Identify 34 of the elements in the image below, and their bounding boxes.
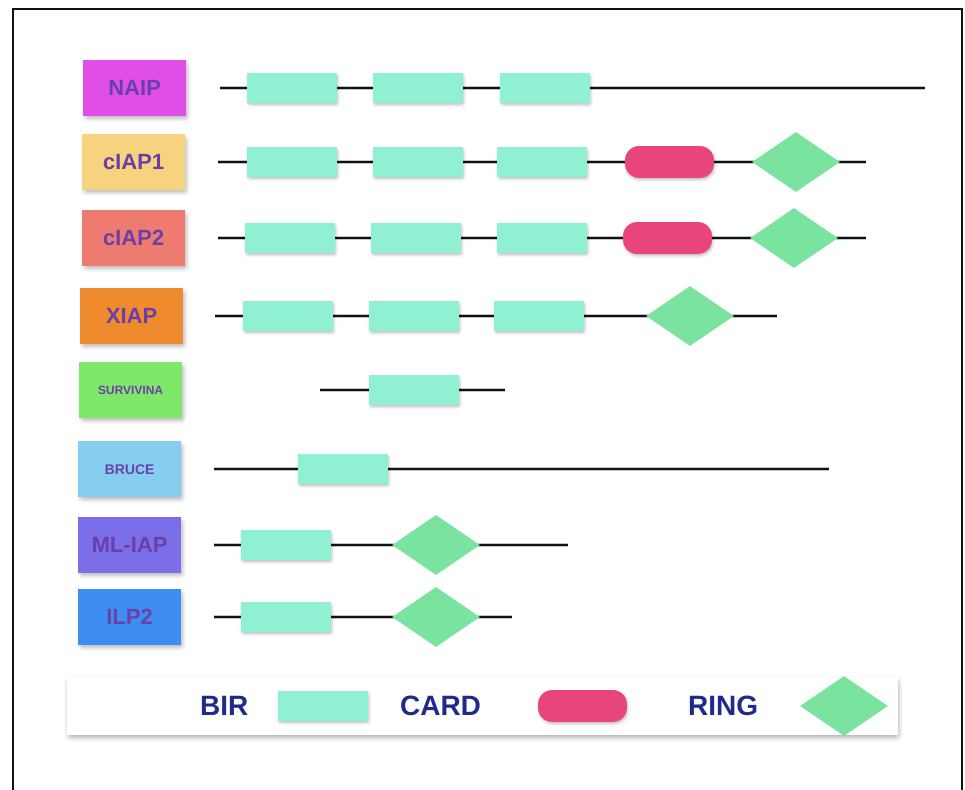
domain-box (241, 602, 331, 632)
protein-name-box: NAIP (83, 60, 186, 116)
domain-diamond (646, 286, 734, 346)
legend-label: RING (688, 690, 758, 722)
domain-box (369, 301, 459, 331)
domain-box (369, 375, 459, 405)
domain-diamond (750, 208, 838, 268)
domain-diamond (752, 132, 840, 192)
domain-box (245, 223, 335, 253)
domain-pill (623, 222, 712, 254)
protein-name-box: SURVIVINA (79, 362, 182, 418)
domain-box (494, 301, 584, 331)
domain-box (298, 454, 388, 484)
protein-name-box: ILP2 (78, 589, 181, 645)
domain-box (247, 73, 337, 103)
domain-box (373, 73, 463, 103)
protein-name-box: cIAP2 (82, 210, 185, 266)
domain-box (241, 530, 331, 560)
protein-name-box: cIAP1 (82, 134, 185, 190)
domain-box (247, 147, 337, 177)
legend-label: CARD (400, 690, 481, 722)
protein-name-box: ML-IAP (78, 517, 181, 573)
domain-box (371, 223, 461, 253)
protein-name-box: XIAP (80, 288, 183, 344)
domain-box (497, 147, 587, 177)
domain-box (497, 223, 587, 253)
domain-box (373, 147, 463, 177)
legend-label: BIR (200, 690, 248, 722)
domain-diamond (392, 515, 480, 575)
protein-name-box: BRUCE (78, 441, 181, 497)
domain-pill (625, 146, 714, 178)
domain-diamond (392, 587, 480, 647)
domain-box (243, 301, 333, 331)
domain-box (500, 73, 590, 103)
